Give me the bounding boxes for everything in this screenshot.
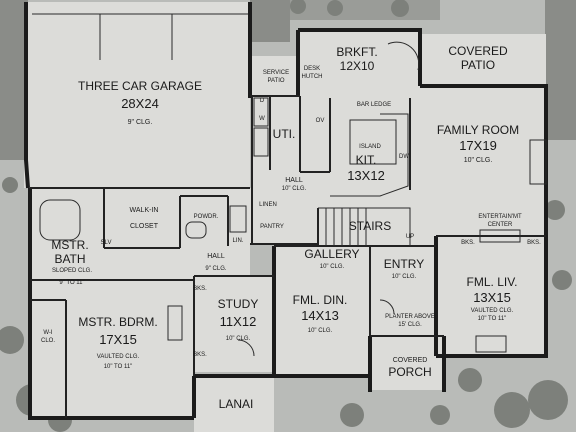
fml-liv-ceiling1: VAULTED CLG. [471, 308, 514, 314]
fml-liv-name: FML. LIV. [467, 275, 518, 289]
hall-lower-ceiling: 9" CLG. [205, 266, 226, 272]
fixtures [32, 13, 547, 357]
fml-din-name: FML. DIN. [293, 293, 348, 307]
study-name: STUDY [218, 297, 259, 311]
family-room-dims: 17X19 [459, 138, 497, 153]
lanai-name: LANAI [219, 397, 254, 411]
exterior-walls [24, 2, 548, 420]
entry-name: ENTRY [384, 257, 424, 271]
room-labels: THREE CAR GARAGE 28X24 9" CLG. BRKFT. 12… [41, 44, 522, 411]
dishwasher-label: DW [399, 154, 409, 160]
mstr-bath-ceiling1: SLOPED CLG. [52, 268, 92, 274]
service-patio-line1: SERVICE [263, 70, 289, 76]
garage-ceiling: 9" CLG. [128, 119, 153, 126]
entry-ceiling: 10" CLG. [392, 274, 417, 280]
garage-name: THREE CAR GARAGE [78, 79, 202, 93]
family-room-name: FAMILY ROOM [437, 123, 519, 137]
gallery-name: GALLERY [304, 247, 359, 261]
walk-in-closet-line2: CLOSET [130, 223, 159, 230]
mstr-bath-line1: MSTR. [51, 238, 88, 252]
entertainment-line2: CENTER [488, 222, 513, 228]
covered-patio-line2: PATIO [461, 58, 495, 72]
service-patio-line2: PATIO [267, 78, 284, 84]
hutch-label: HUTCH [302, 74, 323, 80]
covered-patio-line1: COVERED [448, 44, 508, 58]
hall-lower-name: HALL [207, 253, 225, 260]
study-bookshelf-bottom-label: BKS. [193, 352, 207, 358]
study-ceiling: 10" CLG. [226, 336, 251, 342]
planter-line1: PLANTER ABOVE [385, 314, 435, 320]
washer-label: W [259, 116, 265, 122]
study-dims: 11X12 [220, 314, 257, 329]
kitchen-dims: 13X12 [347, 168, 385, 183]
study-bookshelf-top-label: BKS. [193, 286, 207, 292]
utility-name: UTI. [273, 127, 296, 141]
walk-in-closet-small-line1: W-I [43, 330, 53, 336]
fml-liv-ceiling2: 10" TO 11" [478, 316, 507, 322]
mstr-bath-line2: BATH [54, 252, 85, 266]
island-label: ISLAND [359, 144, 381, 150]
interior-walls [30, 95, 546, 418]
mstr-bath-ceiling2: 9" TO 11" [59, 280, 84, 286]
stairs-label: STAIRS [349, 219, 391, 233]
room-fills [24, 2, 546, 432]
brkft-name: BRKFT. [336, 45, 377, 59]
oven-label: OV [316, 118, 325, 124]
mstr-bdrm-ceiling1: VAULTED CLG. [97, 354, 140, 360]
planter-line2: 15' CLG. [398, 322, 422, 328]
covered-porch-line1: COVERED [393, 357, 428, 364]
pantry-label: PANTRY [260, 224, 284, 230]
fml-din-ceiling: 10" CLG. [308, 328, 333, 334]
powder-label: POWDR. [194, 214, 219, 220]
fml-liv-dims: 13X15 [473, 290, 511, 305]
bar-ledge-label: BAR LEDGE [357, 102, 391, 108]
stairs-up-label: UP [406, 234, 414, 240]
covered-porch-line2: PORCH [388, 365, 431, 379]
dryer-label: D [260, 98, 265, 104]
garage-dims: 28X24 [121, 96, 159, 111]
mstr-bdrm-name: MSTR. BDRM. [78, 315, 157, 329]
fml-liv-bookshelf-right-label: BKS. [527, 240, 541, 246]
brkft-dims: 12X10 [340, 59, 375, 73]
entertainment-line1: ENTERTAIN'MT [478, 214, 522, 220]
fml-liv-bookshelf-left-label: BKS. [461, 240, 475, 246]
mstr-bdrm-ceiling2: 10" TO 11" [104, 364, 133, 370]
sleeve-label: SLV [101, 240, 112, 246]
family-room-ceiling: 10" CLG. [464, 157, 493, 164]
kitchen-name: KIT. [356, 153, 377, 167]
hall-upper-name: HALL [285, 177, 303, 184]
mstr-bdrm-dims: 17X15 [99, 332, 137, 347]
gallery-ceiling: 10" CLG. [320, 264, 345, 270]
walk-in-closet-line1: WALK-IN [130, 207, 159, 214]
linen-label: LINEN [259, 202, 277, 208]
walk-in-closet-small-line2: CLO. [41, 338, 55, 344]
hall-upper-ceiling: 10" CLG. [282, 186, 307, 192]
desk-label: DESK [304, 66, 320, 72]
fixture-labels: BAR LEDGE ISLAND OV DW DESK HUTCH D W LI… [101, 66, 542, 358]
linen-closet-label: LIN. [232, 238, 243, 244]
fml-din-dims: 14X13 [301, 308, 339, 323]
